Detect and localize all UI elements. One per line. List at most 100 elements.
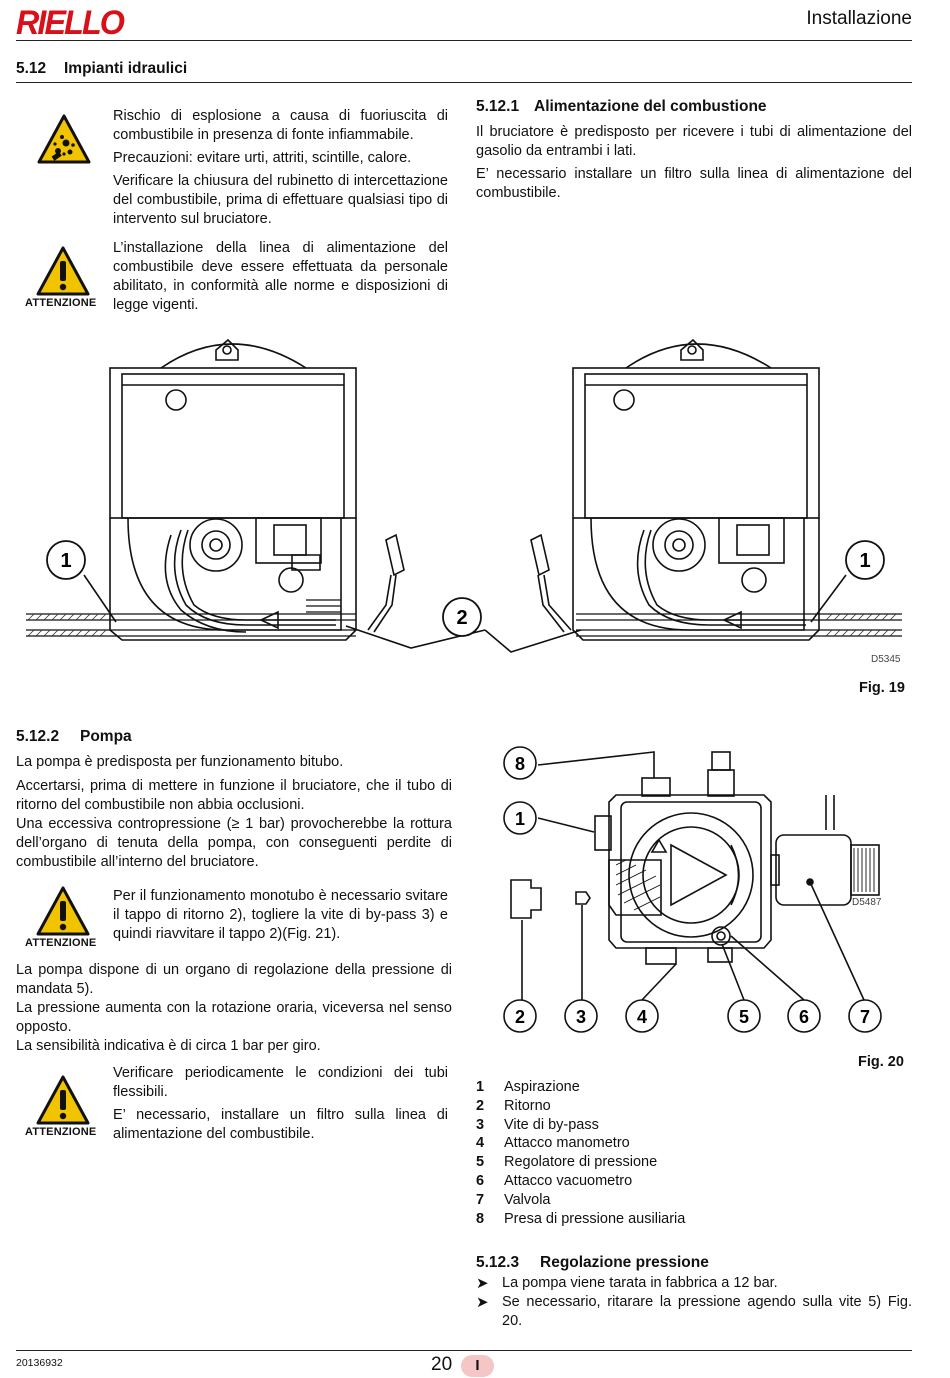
bullet-item: ➤ La pompa viene tarata in fabbrica a 12 … — [476, 1274, 912, 1293]
callout-label: 5 — [739, 1007, 749, 1027]
body-paragraph: La pompa dispone di un organo di regolaz… — [16, 962, 452, 997]
attention-label: ATTENZIONE — [25, 297, 97, 309]
right-burner-drawing — [530, 338, 820, 641]
section-heading: 5.12 Impianti idraulici — [16, 60, 187, 78]
drawing-code: D5345 — [871, 654, 901, 665]
callout-6: 6 — [787, 999, 821, 1033]
drawing-code: D5487 — [852, 897, 882, 908]
brand-logo: RIELLO — [16, 4, 125, 42]
bullet-item: ➤ Se necessario, ritarare la pressione ag… — [476, 1293, 912, 1331]
attention-warning-icon — [36, 1075, 90, 1125]
warning-paragraph: Rischio di esplosione a causa di fuorius… — [113, 108, 448, 143]
bullet-text: Se necessario, ritarare la pressione age… — [502, 1294, 912, 1329]
callout-label: 4 — [637, 1007, 647, 1027]
burner-fuel-lines-figure: 1 2 1 D5345 — [26, 338, 902, 665]
callout-4: 4 — [625, 999, 659, 1033]
legend-number: 1 — [476, 1079, 485, 1095]
left-burner-drawing — [109, 338, 405, 641]
callout-1: 1 — [503, 801, 537, 835]
subsection-title: Pompa — [80, 728, 132, 745]
subsection-title: Alimentazione del combustione — [534, 98, 767, 115]
body-paragraph: La pompa è predisposta per funzionamento… — [16, 754, 344, 770]
attention-warning-icon — [36, 246, 90, 296]
section-number: 5.12 — [16, 60, 47, 77]
body-paragraph: E’ necessario installare un filtro sulla… — [476, 166, 912, 201]
legend-label: Valvola — [504, 1191, 551, 1208]
callout-2: 2 — [503, 999, 537, 1033]
callout-label: 2 — [515, 1007, 525, 1027]
pump-figure: 8 1 2 3 4 5 6 7 D5487 — [503, 746, 882, 1033]
callout-7: 7 — [848, 999, 882, 1033]
legend-label: Attacco manometro — [504, 1135, 630, 1152]
body-paragraph: Una eccessiva contropressione (≥ 1 bar) … — [16, 816, 452, 870]
arrow-bullet-icon: ➤ — [476, 1294, 489, 1311]
callout-label: 1 — [515, 809, 525, 829]
page-number: 20 — [431, 1354, 453, 1375]
language-badge: I — [461, 1355, 494, 1377]
explosion-warning-icon — [37, 114, 91, 164]
body-paragraph: La sensibilità indicativa è di circa 1 b… — [16, 1038, 321, 1054]
attention-label: ATTENZIONE — [25, 937, 97, 949]
legend-label: Aspirazione — [504, 1079, 580, 1095]
section-title: Impianti idraulici — [64, 60, 188, 77]
callout-label: 8 — [515, 754, 525, 774]
section-rule — [16, 82, 912, 83]
attention-label: ATTENZIONE — [25, 1126, 97, 1138]
body-paragraph: Il bruciatore è predisposto per ricevere… — [476, 124, 912, 159]
footer-rule — [16, 1350, 912, 1351]
callout-label: 2 — [456, 607, 467, 629]
subsection-body: Il bruciatore è predisposto per ricevere… — [476, 123, 912, 203]
legend-item: 6 Attacco vacuometro — [476, 1172, 776, 1191]
legend-number: 6 — [476, 1172, 485, 1189]
pump-body-bottom: La pompa dispone di un organo di regolaz… — [16, 961, 452, 1056]
pump-legend: 1 Aspirazione 2 Ritorno 3 Vite di by-pass 4… — [476, 1078, 776, 1228]
legend-label: Ritorno — [504, 1097, 551, 1114]
subsection-number: 5.12.1 — [476, 98, 520, 115]
header-rule — [16, 40, 912, 41]
legend-label: Presa di pressione ausiliaria — [504, 1210, 686, 1227]
warning-paragraph: Verificare la chiusura del rubinetto di … — [113, 173, 448, 227]
legend-item: 7 Valvola — [476, 1191, 776, 1210]
callout-8: 8 — [503, 746, 537, 780]
legend-item: 4 Attacco manometro — [476, 1134, 776, 1153]
legend-number: 3 — [476, 1116, 485, 1133]
attention-warning-icon — [36, 886, 90, 936]
pump-body-top: La pompa è predisposta per funzionamento… — [16, 753, 452, 872]
legend-item: 2 Ritorno — [476, 1097, 776, 1116]
warning-text-hoses: Verificare periodicamente le condizioni … — [113, 1064, 448, 1144]
figure-caption: Fig. 19 — [859, 680, 905, 696]
callout-1-left: 1 — [46, 540, 86, 580]
warning-paragraph: Verificare periodicamente le condizioni … — [113, 1065, 448, 1100]
subsection-number: 5.12.3 — [476, 1254, 520, 1271]
legend-item: 5 Regolatore di pressione — [476, 1153, 776, 1172]
body-paragraph: La pressione aumenta con la rotazione or… — [16, 1000, 452, 1035]
legend-label: Attacco vacuometro — [504, 1172, 633, 1189]
warning-text-monotube: Per il funzionamento monotubo è necessar… — [113, 888, 448, 942]
warning-text-installation: L’installazione della linea di alimentaz… — [113, 240, 448, 313]
callout-label: 3 — [576, 1007, 586, 1027]
legend-label: Regolatore di pressione — [504, 1154, 658, 1171]
subsection-number: 5.12.2 — [16, 728, 60, 745]
callout-label: 6 — [799, 1007, 809, 1027]
arrow-bullet-icon: ➤ — [476, 1275, 489, 1292]
legend-number: 4 — [476, 1135, 485, 1152]
body-paragraph: Accertarsi, prima di mettere in funzione… — [16, 778, 452, 813]
legend-number: 2 — [476, 1097, 485, 1114]
subsection-heading: 5.12.1 Alimentazione del combustione — [476, 98, 767, 116]
callout-label: 1 — [60, 550, 71, 572]
legend-item: 1 Aspirazione — [476, 1078, 776, 1097]
subsection-heading: 5.12.2 Pompa — [16, 728, 132, 746]
warning-text-explosion: Rischio di esplosione a causa di fuorius… — [113, 107, 448, 229]
warning-paragraph: E’ necessario, installare un filtro sull… — [113, 1107, 448, 1142]
legend-item: 3 Vite di by-pass — [476, 1116, 776, 1135]
document-code: 20136932 — [16, 1357, 63, 1369]
callout-1-right: 1 — [845, 540, 885, 580]
legend-number: 7 — [476, 1191, 485, 1208]
legend-label: Vite di by-pass — [504, 1116, 599, 1133]
page-header-title: Installazione — [806, 8, 912, 29]
bullet-text: La pompa viene tarata in fabbrica a 12 b… — [502, 1275, 778, 1291]
pressure-steps: ➤ La pompa viene tarata in fabbrica a 12 … — [476, 1274, 912, 1331]
legend-number: 5 — [476, 1154, 485, 1171]
